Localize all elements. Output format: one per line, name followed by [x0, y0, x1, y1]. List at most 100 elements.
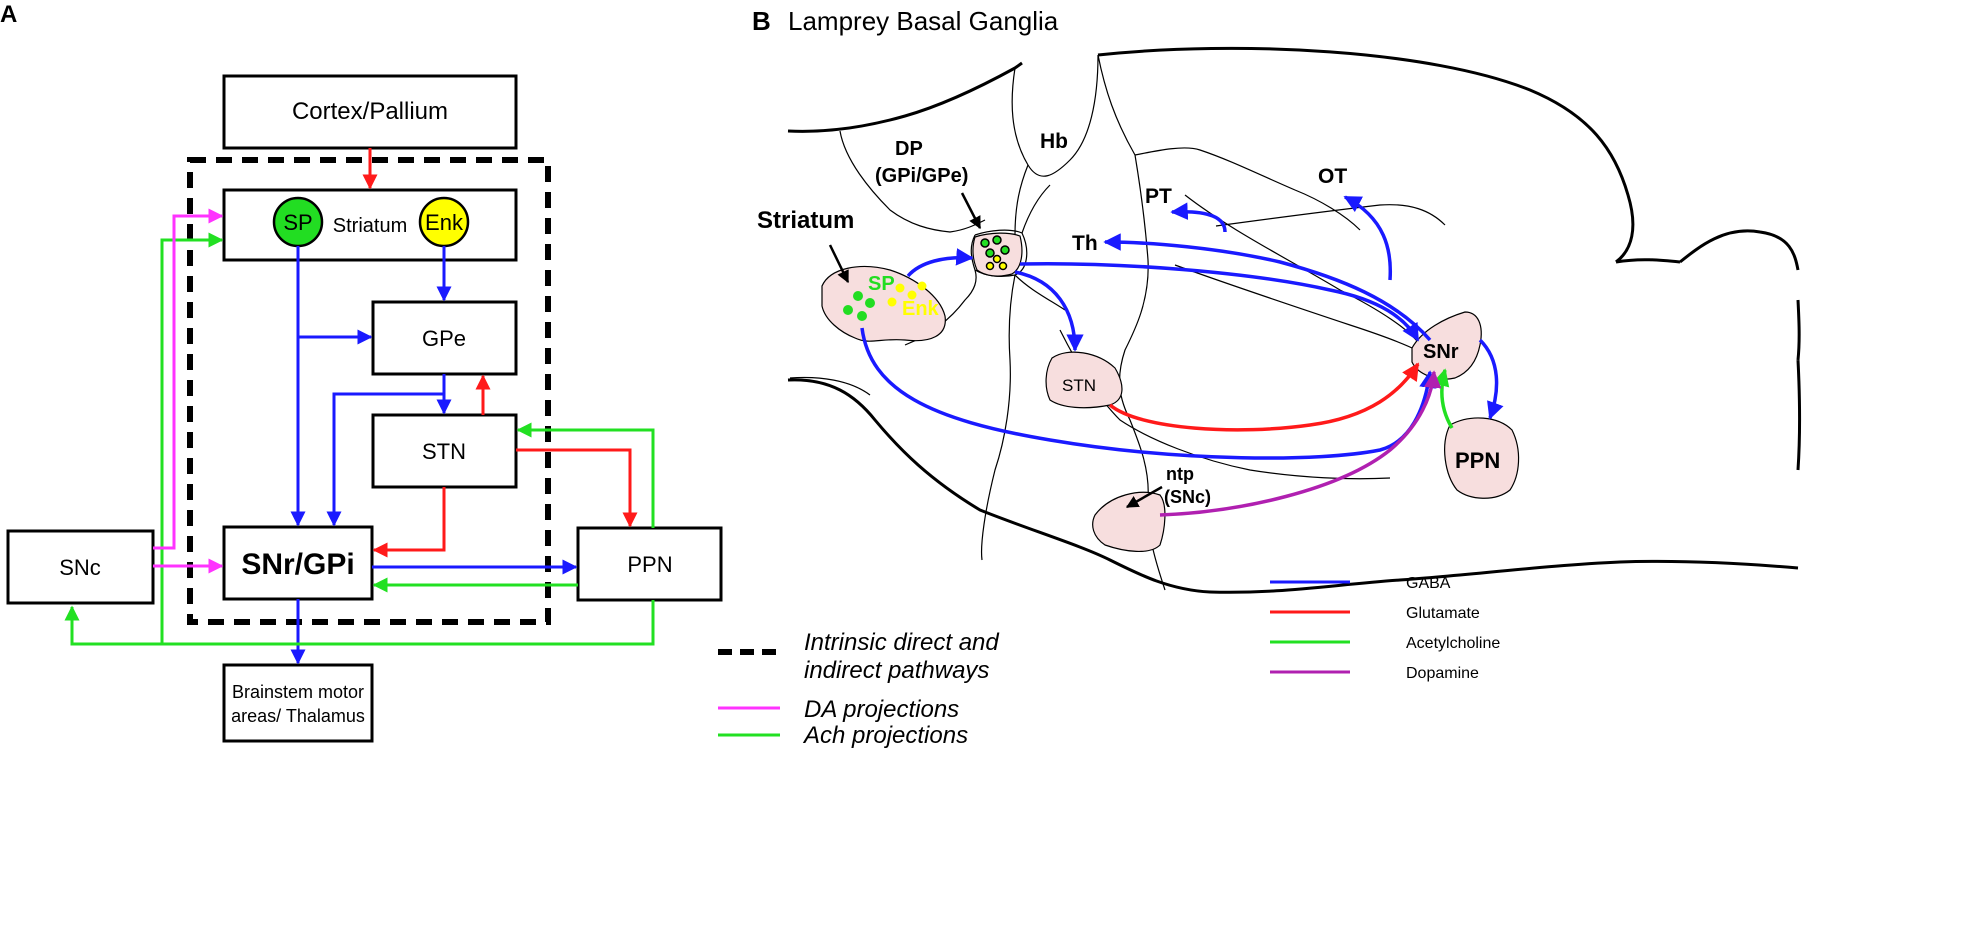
sp-label-b: SP [868, 273, 895, 295]
panel-b-title: Lamprey Basal Ganglia [788, 6, 1059, 36]
ntp-to-snr-arrow [1159, 370, 1442, 517]
legend-acetylcholine-label: Acetylcholine [1406, 635, 1500, 652]
boundary-mid [981, 164, 1029, 561]
snc-label: SNc [59, 555, 101, 580]
legend-intrinsic-line2: indirect pathways [804, 657, 989, 684]
ppn-label: PPN [627, 552, 672, 577]
striatum-label-b: Striatum [757, 207, 854, 234]
ppn-box [576, 526, 723, 602]
pt-label: PT [1145, 185, 1172, 208]
snr-label-b: SNr [1423, 341, 1459, 363]
dp-cell [992, 254, 1002, 264]
dp-pointer [960, 192, 982, 230]
boundary-ot [1215, 204, 1446, 227]
ppn-to-snr-arrow-b [1432, 368, 1454, 429]
snr-gpi-box [222, 525, 374, 601]
legend-glutamate-label: Glutamate [1406, 605, 1480, 622]
sp-cell [865, 298, 875, 308]
pointer-arrows [828, 192, 1163, 509]
snc-box [6, 529, 155, 605]
brainstem-label-line1: Brainstem motor [232, 682, 364, 702]
striatum-cells [843, 281, 927, 321]
sp-label: SP [283, 210, 312, 235]
boundary-top-right [1097, 54, 1136, 156]
brain-outline-right [1796, 299, 1801, 471]
brain-outline-dorsal [787, 46, 1800, 271]
snr-to-th-arrow [1103, 233, 1432, 342]
enk-cell [887, 297, 897, 307]
panel-a-glutamate-arrows [362, 148, 638, 558]
dp-cell [980, 238, 990, 248]
dp-cell [992, 235, 1002, 245]
enk-cell [917, 281, 927, 291]
brainstem-box [222, 663, 374, 743]
boundary-pallium [839, 130, 986, 233]
stn-label-b: STN [1062, 376, 1096, 395]
legend-gaba-label: GABA [1406, 575, 1451, 592]
panel-b-label: B [752, 6, 771, 36]
brain-outline-ventral [787, 378, 1799, 594]
brainstem-label-line2: areas/ Thalamus [231, 706, 365, 726]
ot-label: OT [1318, 165, 1347, 188]
cortex-box [222, 74, 518, 150]
sp-cell [853, 291, 863, 301]
dp-label-line2: (GPi/GPe) [875, 165, 968, 187]
stn-to-snr-arrow-b [1108, 362, 1420, 432]
dp-cell [985, 261, 995, 271]
hb-label: Hb [1040, 130, 1068, 153]
ntp-label-line1: ntp [1166, 464, 1194, 484]
dp-cell [1000, 245, 1010, 255]
dp-cell [998, 261, 1008, 271]
panel-a-ach-arrows [64, 232, 655, 646]
snr-to-pt-arrow [1170, 202, 1227, 233]
legend-a: Intrinsic direct and indirect pathways D… [718, 629, 999, 749]
dp-cell [985, 248, 995, 258]
dp-to-snr-arrow [1019, 262, 1420, 342]
dp-label-line1: DP [895, 138, 923, 160]
striatum-region [821, 265, 946, 342]
enk-label: Enk [425, 210, 464, 235]
enk-cell [895, 283, 905, 293]
legend-intrinsic-line1: Intrinsic direct and [804, 629, 999, 656]
ppn-to-striatum-arrow [160, 232, 224, 644]
ntp-region [1092, 491, 1166, 552]
legend-da-label: DA projections [804, 696, 959, 723]
boundary-hb-inner [1014, 184, 1066, 311]
boundary-ventral-inner [789, 376, 871, 396]
ppn-to-stn-arrow [516, 422, 655, 528]
brain-regions [821, 232, 1520, 552]
snr-gpi-label: SNr/GPi [241, 548, 354, 581]
intrinsic-pathways-box [187, 157, 551, 625]
snr-to-ppn-arrow-b [1478, 338, 1504, 420]
ppn-to-snc-arrow [64, 600, 655, 646]
sp-cell [843, 305, 853, 315]
panel-b-gaba-arrows [860, 195, 1504, 460]
panel-b: B Lamprey Basal Ganglia [752, 6, 1801, 594]
stn-to-ppn-arrow [516, 448, 638, 528]
legend-dopamine-label: Dopamine [1406, 665, 1479, 682]
brain-internal-boundaries [789, 54, 1446, 591]
th-label: Th [1072, 232, 1098, 255]
enk-cell [907, 290, 917, 300]
ntp-pointer [1125, 485, 1163, 509]
dp-cells [980, 235, 1010, 271]
cortex-label: Cortex/Pallium [292, 98, 448, 125]
striatum-label: Striatum [333, 215, 407, 237]
legend-b: GABA Glutamate Acetylcholine Dopamine [1270, 575, 1500, 682]
dp-to-stn-arrow [1014, 270, 1084, 352]
gpe-label: GPe [422, 326, 466, 351]
stn-to-snr-arrow [372, 487, 446, 558]
panel-a-gaba-arrows [290, 246, 578, 665]
panel-a-da-arrows [153, 208, 224, 574]
boundary-th [1134, 147, 1361, 231]
legend-ach-label: Ach projections [802, 722, 968, 749]
striatum-pointer [828, 244, 850, 284]
ppn-label-b: PPN [1455, 448, 1500, 473]
brain-outline [787, 46, 1801, 594]
enk-label-b: Enk [902, 298, 940, 320]
sp-cell [857, 311, 867, 321]
boundary-hb [1011, 54, 1099, 177]
panel-a: A Cortex/Pallium SP Striatum Enk GPe STN… [0, 1, 723, 743]
panel-a-label: A [0, 1, 17, 28]
